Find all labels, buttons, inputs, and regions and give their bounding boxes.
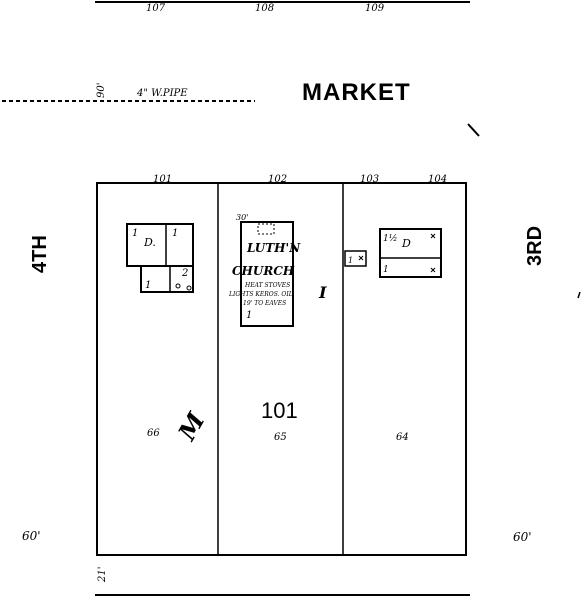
- church-name-line2: CHURCH: [232, 264, 295, 278]
- svg-text:1: 1: [383, 265, 389, 275]
- cross-mark: [358, 255, 364, 261]
- svg-text:1½: 1½: [383, 233, 397, 244]
- svg-text:D.: D.: [143, 236, 156, 249]
- third-street-width: 60': [513, 530, 532, 544]
- church-note-heat: HEAT STOVES: [244, 282, 290, 289]
- church-name-line1: LUTH'N: [246, 241, 301, 255]
- svg-text:1: 1: [145, 280, 151, 291]
- market-street-name: MARKET: [302, 79, 411, 106]
- lot-number-103: 103: [360, 174, 379, 185]
- lot-number-101: 101: [153, 174, 172, 185]
- west-dwelling: 1 D. 1 1 2: [126, 223, 194, 293]
- lot-number-104: 104: [428, 174, 447, 185]
- top-lot-number-108: 108: [255, 3, 274, 14]
- block-mark-m: M: [172, 406, 212, 446]
- cross-mark: [430, 267, 436, 273]
- third-street-name: 3RD: [524, 226, 546, 266]
- church-note-lights: LIGHTS KEROS. OIL: [228, 291, 293, 298]
- svg-text:1: 1: [172, 228, 178, 239]
- water-pipe-label: 4" W.PIPE: [136, 88, 188, 99]
- lutheran-church: 30' LUTH'N CHURCH HEAT STOVES LIGHTS KER…: [228, 213, 301, 327]
- top-lot-number-107: 107: [146, 3, 166, 14]
- parcel-number-65: 65: [274, 432, 287, 443]
- fourth-street-width: 60': [22, 529, 41, 543]
- svg-text:D: D: [401, 237, 411, 250]
- edge-mark: [577, 291, 581, 299]
- parcel-number-66: 66: [147, 428, 160, 439]
- church-note-eaves: 19' TO EAVES: [243, 300, 286, 307]
- cross-mark: [430, 233, 436, 239]
- direction-mark: [467, 123, 480, 137]
- fourth-street-name: 4TH: [29, 235, 51, 273]
- svg-text:1: 1: [348, 256, 353, 265]
- svg-text:2: 2: [181, 268, 188, 279]
- parcel-number-64: 64: [396, 432, 409, 443]
- east-dwelling: 1 1½ D 1: [344, 228, 442, 278]
- block-number: 101: [261, 398, 298, 423]
- block-outline: [96, 182, 467, 556]
- block-mark-i: I: [318, 283, 327, 302]
- bottom-street-width: 21': [97, 567, 108, 583]
- top-lot-number-109: 109: [365, 3, 385, 14]
- svg-text:30': 30': [236, 213, 248, 222]
- svg-text:1: 1: [132, 228, 138, 239]
- market-street-width: 90': [96, 83, 107, 98]
- svg-text:1: 1: [246, 310, 252, 321]
- lot-number-102: 102: [268, 174, 287, 185]
